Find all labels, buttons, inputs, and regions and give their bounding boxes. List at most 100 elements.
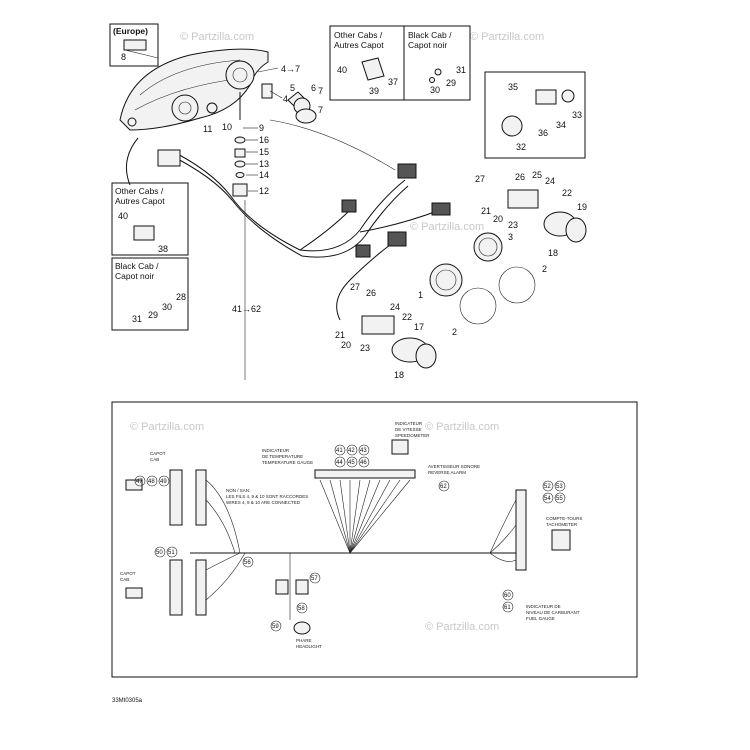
circle-code: 41 xyxy=(336,448,343,454)
callout-30: 30 xyxy=(162,302,172,312)
callout-5: 5 xyxy=(290,83,295,93)
reverse-alarm-label: AVERTISSEUR SONORE xyxy=(428,464,480,469)
callout-31: 31 xyxy=(132,314,142,324)
callout-27: 27 xyxy=(475,174,485,184)
headlight-label-en: HEADLIGHT xyxy=(296,644,322,649)
gauge-1 xyxy=(429,263,463,297)
reverse-alarm-label-en: REVERSE ALARM xyxy=(428,470,466,475)
callout-2: 2 xyxy=(542,264,547,274)
temp-gauge-label: INDICATEUR xyxy=(262,448,290,453)
ring-2b xyxy=(459,287,497,325)
ref-41-to-62: 41→62 xyxy=(232,304,261,314)
circle-code: 45 xyxy=(348,460,355,466)
circle-codes: 41 42 43 44 45 46 47 48 49 50 51 52 53 5… xyxy=(134,444,566,632)
capot-cab-label-en: CAB xyxy=(120,577,129,582)
europe-inset: (Europe) 8 xyxy=(109,23,159,67)
headlight-reflector-right xyxy=(225,60,255,90)
other-cabs-label: Other Cabs / xyxy=(334,30,383,40)
mount-stack: 9 16 15 13 14 12 xyxy=(232,123,269,197)
note-label-en: WIRES 4, 9 & 10 ARE CONNECTED xyxy=(226,500,301,505)
callout-22: 22 xyxy=(402,312,412,322)
callout-29: 29 xyxy=(148,310,158,320)
callout-40: 40 xyxy=(118,211,128,221)
callout-14: 14 xyxy=(259,170,269,180)
callout-18: 18 xyxy=(548,248,558,258)
circle-code: 47 xyxy=(136,479,143,485)
watermark: © Partzilla.com xyxy=(425,621,499,633)
callout-33: 33 xyxy=(572,110,582,120)
drawing-code: 33Mt0305a xyxy=(112,698,143,704)
mirror-bracket xyxy=(361,57,385,81)
switch-inset: 35 33 34 36 32 xyxy=(484,71,586,159)
left-light-assembly: 27 26 24 22 17 21 20 23 18 xyxy=(335,282,437,380)
connector-left-bottom xyxy=(169,559,183,616)
gauge-3 xyxy=(473,232,503,262)
headlight-label: PHARE xyxy=(296,638,312,643)
temp-gauge-label-fr: DE TEMPERATURE xyxy=(262,454,303,459)
gauges: 3 2 1 2 xyxy=(418,232,547,337)
bulb-11 xyxy=(206,102,218,114)
callout-34: 34 xyxy=(556,120,566,130)
watermark: © Partzilla.com xyxy=(180,31,254,43)
watermarks: © Partzilla.com © Partzilla.com © Partzi… xyxy=(130,31,544,633)
headlight-schematic xyxy=(293,621,311,635)
callout-37: 37 xyxy=(388,77,398,87)
circle-code: 61 xyxy=(504,605,511,611)
ring-2 xyxy=(498,266,536,304)
circle-code: 43 xyxy=(360,448,367,454)
callout-39: 39 xyxy=(369,86,379,96)
circle-code: 55 xyxy=(556,496,563,502)
callout-16: 16 xyxy=(259,135,269,145)
callout-40: 40 xyxy=(337,65,347,75)
wiring-schematic: INDICATEUR DE VITESSE SPEEDOMETER INDICA… xyxy=(111,401,638,678)
europe-lens-part xyxy=(123,39,147,51)
callout-32: 32 xyxy=(516,142,526,152)
europe-box xyxy=(109,23,159,67)
fuel-gauge-label-en: FUEL GAUGE xyxy=(526,616,555,621)
callout-31: 31 xyxy=(456,65,466,75)
watermark: © Partzilla.com xyxy=(410,221,484,233)
callout-6: 6 xyxy=(311,83,316,93)
watermark: © Partzilla.com xyxy=(130,421,204,433)
switch-32 xyxy=(501,115,523,137)
upper-harness: 7 41→62 xyxy=(125,86,451,380)
headlight-reflector-left xyxy=(171,94,199,122)
watermark: © Partzilla.com xyxy=(470,31,544,43)
speedometer-icon xyxy=(391,439,409,455)
callout-17: 17 xyxy=(414,322,424,332)
callout-26: 26 xyxy=(366,288,376,298)
circle-code: 51 xyxy=(168,550,175,556)
capot-cab-label: CAPOT xyxy=(120,571,136,576)
callout-23: 23 xyxy=(360,343,370,353)
callout-20: 20 xyxy=(341,340,351,350)
note-label-fr: LES FILS 4, 9 & 10 SONT RACCORDES xyxy=(226,494,308,499)
connector-right xyxy=(515,489,527,571)
callout-3: 3 xyxy=(508,232,513,242)
watermark: © Partzilla.com xyxy=(425,421,499,433)
callout-10: 10 xyxy=(222,122,232,132)
circle-code: 52 xyxy=(544,484,551,490)
black-cab-left-label: Black Cab / xyxy=(115,261,159,271)
callout-22: 22 xyxy=(562,188,572,198)
callout-36: 36 xyxy=(538,128,548,138)
ref-4-to-7: 4→7 xyxy=(281,64,300,74)
boot-7 xyxy=(295,108,317,124)
callout-8: 8 xyxy=(121,52,126,62)
black-cab-left-label-fr: Capot noir xyxy=(115,271,154,281)
circle-code: 48 xyxy=(148,479,155,485)
bulb-4 xyxy=(261,83,273,99)
europe-cab-label-en: CAB xyxy=(150,457,159,462)
other-cabs-label-fr: Autres Capot xyxy=(334,40,384,50)
circle-code: 58 xyxy=(298,606,305,612)
black-cab-label-fr: Capot noir xyxy=(408,40,447,50)
circle-code: 49 xyxy=(160,479,167,485)
schematic-frame xyxy=(111,401,638,678)
harness-connector-left xyxy=(157,149,181,167)
callout-2: 2 xyxy=(452,327,457,337)
black-cab-label: Black Cab / xyxy=(408,30,452,40)
callout-12: 12 xyxy=(259,186,269,196)
circle-code: 56 xyxy=(244,560,251,566)
cab-variants-left: Other Cabs / Autres Capot 40 38 Black Ca… xyxy=(111,182,189,331)
tach-label: COMPTE-TOURS xyxy=(546,516,582,521)
fuel-gauge-label-fr: NIVEAU DE CARBURANT xyxy=(526,610,580,615)
